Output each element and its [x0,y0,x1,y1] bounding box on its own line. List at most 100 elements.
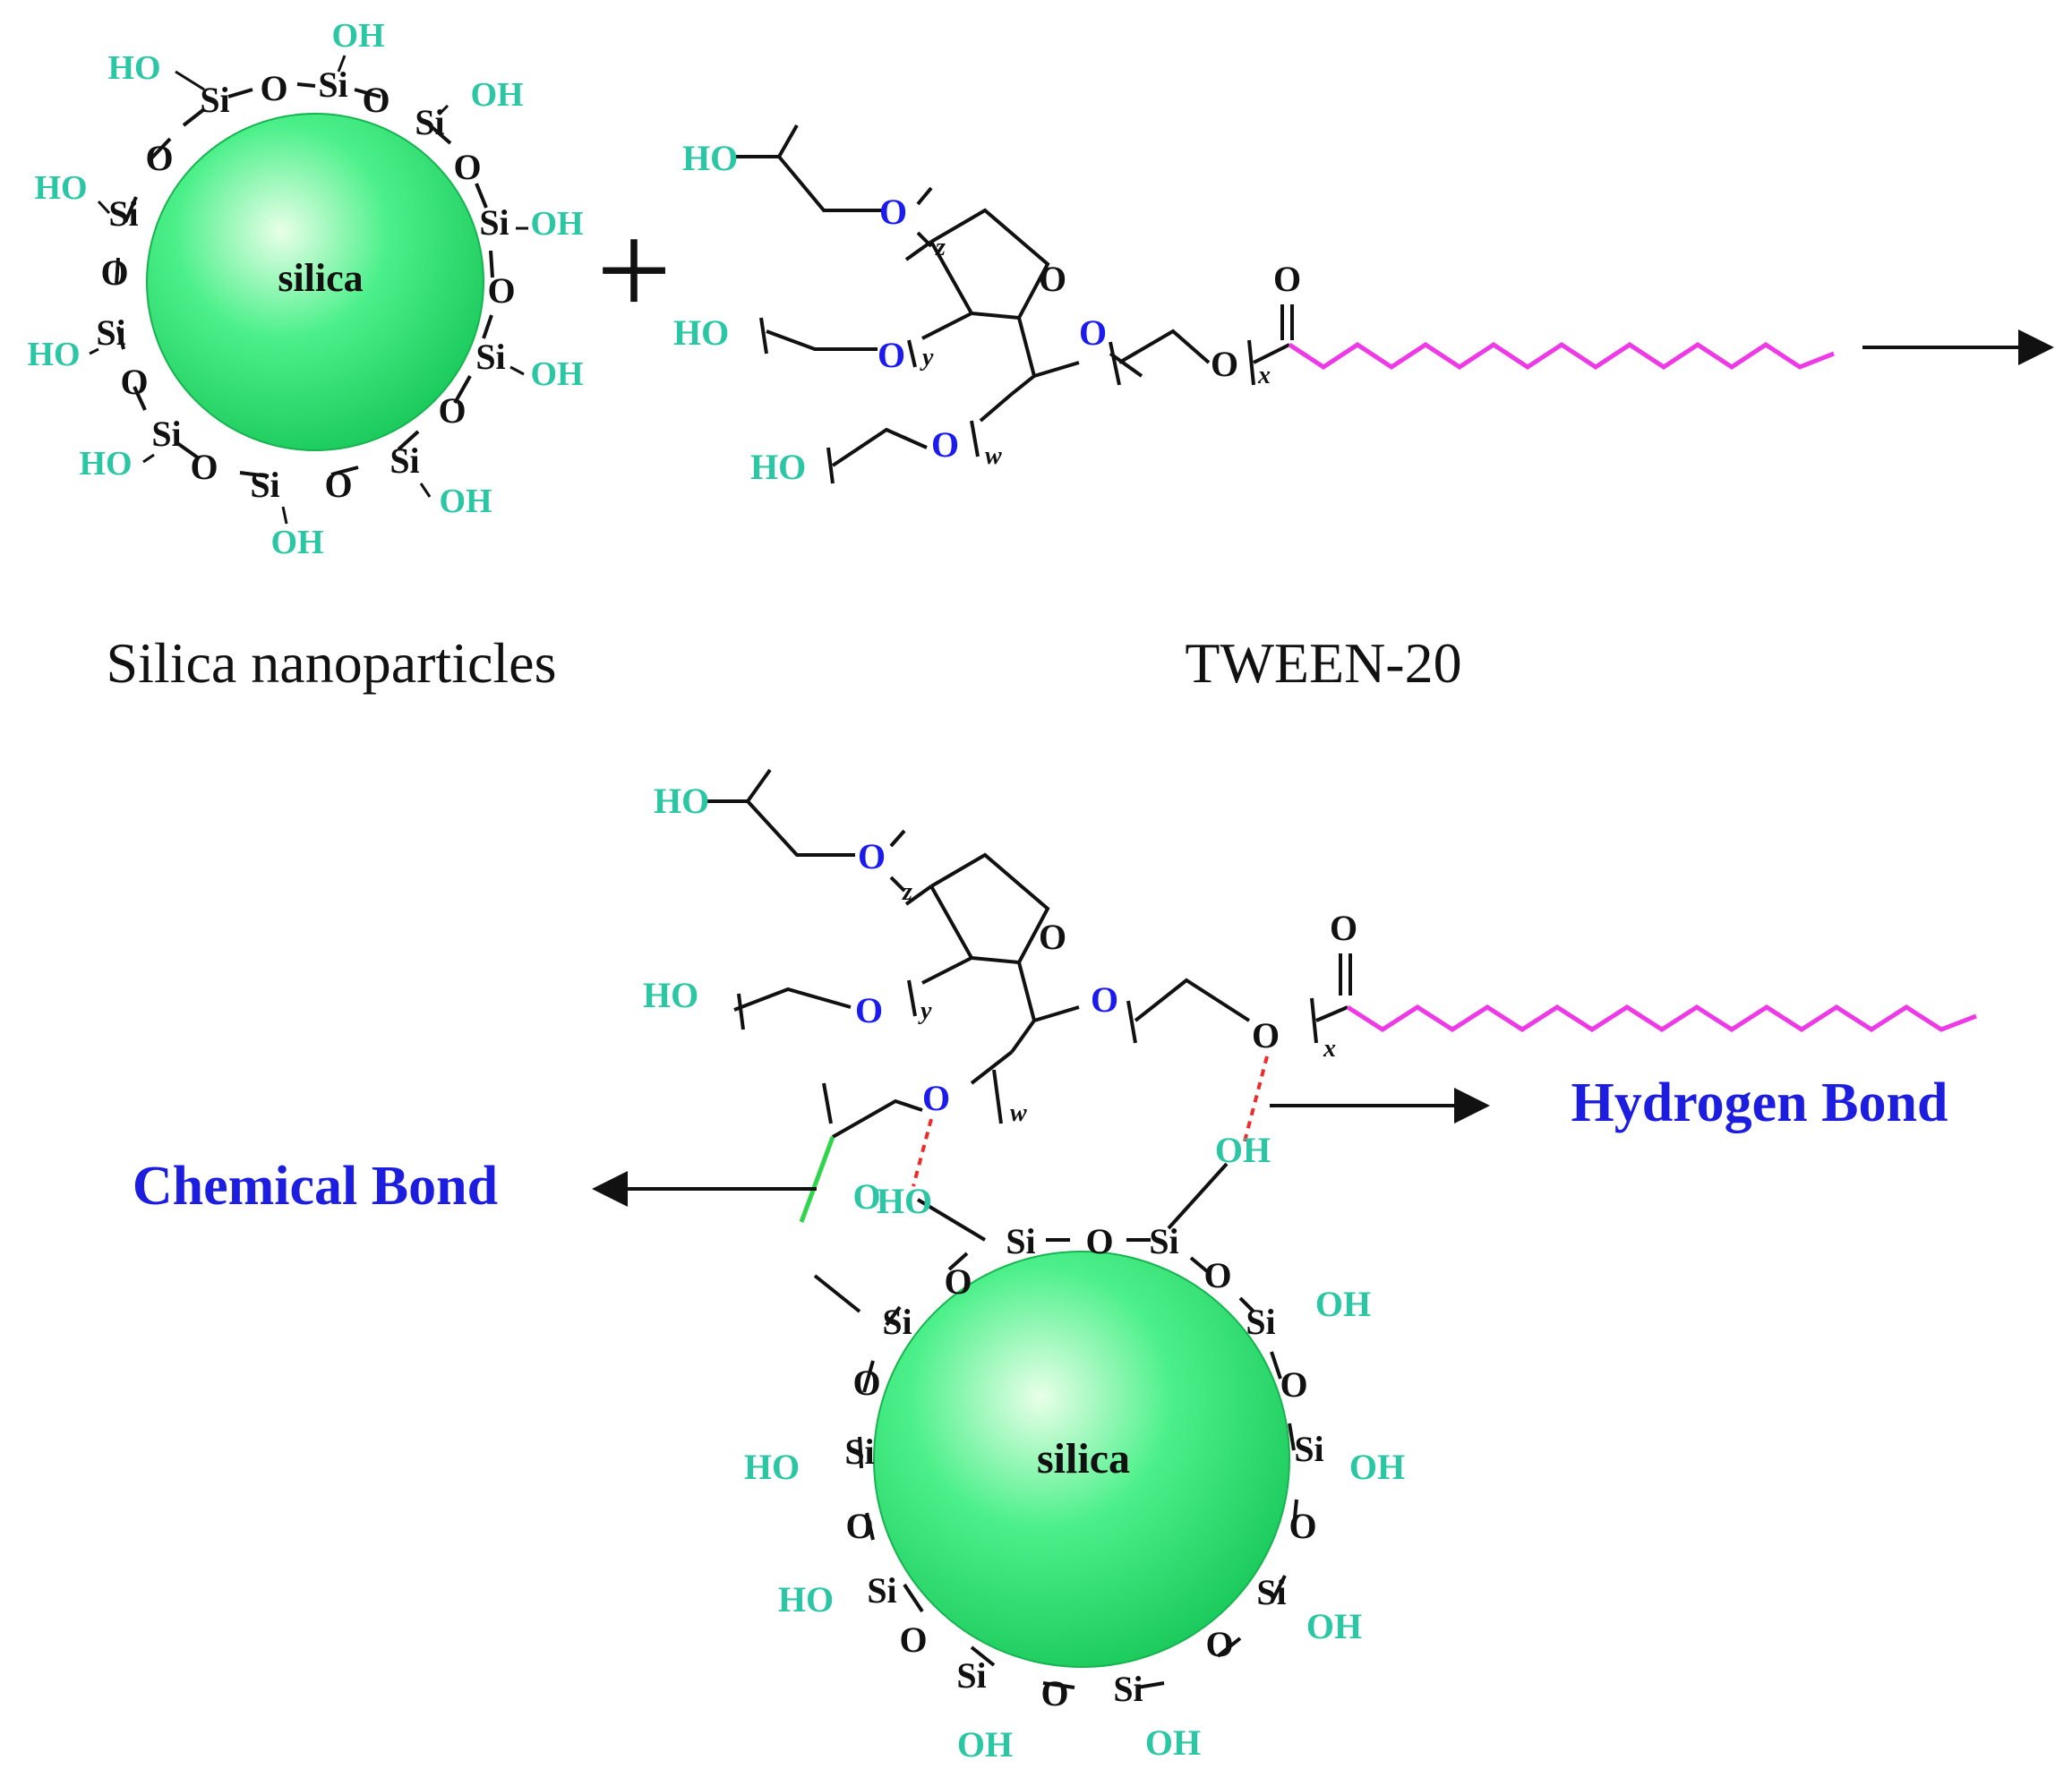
product-o-atom: O [1289,1506,1316,1546]
product-si-atom: Si [1006,1221,1035,1261]
o-atom: O [487,270,515,311]
svg-text:OH: OH [331,17,384,55]
product-ho-middle: HO [643,975,698,1015]
ether-oxygen-z: O [879,192,907,232]
product-o-atom: O [852,1363,880,1403]
product-si-atom: Si [1256,1572,1286,1612]
subscript-y: y [920,344,934,372]
tween-20-product: HO HO O O O O O O O z y w x [643,768,1977,1223]
svg-text:HO: HO [107,49,160,87]
silica-surface-hydroxyls: HO OH OH OH OH OH OH HO HO HO [27,17,583,561]
silica-nanoparticle-product: silica Si O Si O O Si Si O O Si Si O O S… [744,1130,1405,1765]
product-silica-sphere [873,1251,1290,1668]
product-carbonyl-oxygen: O [1330,908,1357,948]
svg-text:HO: HO [34,169,87,207]
hydrogen-bond-dashes [912,1055,1269,1187]
si-atom: Si [200,80,229,120]
svg-text:OH: OH [439,483,492,520]
product-ring-oxygen: O [1039,917,1066,957]
ring-oxygen: O [1039,259,1066,299]
o-atom: O [260,68,287,108]
silica-nanoparticle-reactant: silica Si O Si O Si O Si O Si O Si O Si … [27,17,583,561]
product-oh: OH [1145,1722,1201,1763]
product-o-atom: O [845,1506,873,1546]
product-o-atom: O [1040,1673,1068,1713]
svg-text:HO: HO [27,336,80,373]
o-atom: O [362,80,390,120]
si-atom: Si [390,440,419,481]
si-atom: Si [475,337,505,377]
chemical-bond-label: Chemical Bond [133,1156,498,1217]
ho-group-middle: HO [673,312,729,353]
o-atom: O [324,465,352,505]
o-atom: O [453,147,481,187]
ether-oxygen-y: O [878,335,905,375]
product-oh: OH [1349,1447,1405,1487]
tween-20-reactant: HO HO HO O O O O O O O z y w x [673,124,1835,487]
product-subscript-y: y [918,997,932,1025]
product-si-atom: Si [1149,1221,1178,1261]
product-o-atom: O [899,1619,927,1660]
product-ho: HO [744,1447,800,1487]
ho-group-bottom: HO [750,447,806,487]
product-si-atom: Si [1113,1669,1143,1709]
ether-oxygen-main: O [1079,312,1107,353]
product-ether-oxygen-main: O [1091,979,1118,1020]
chain-oxygen: O [1211,344,1238,384]
ho-group-top: HO [682,138,738,178]
product-si-atom: Si [867,1570,896,1611]
product-hbond-oh: OH [1215,1130,1271,1170]
product-si-atom: Si [882,1302,912,1342]
svg-text:OH: OH [270,524,323,561]
product-ho-top: HO [654,781,709,821]
product-o-atom: O [1205,1624,1233,1664]
product-o-atom: O [1280,1364,1307,1405]
o-atom: O [438,390,466,431]
si-atom: Si [479,202,509,243]
product-o-atom: O [1085,1221,1113,1261]
product-oh: OH [1315,1284,1371,1324]
silica-ring-atoms: Si O Si O Si O Si O Si O Si O Si O Si O … [96,64,515,505]
product-ether-oxygen-w: O [922,1078,950,1118]
product-subscript-z: z [902,878,912,906]
product-si-atom: Si [956,1655,986,1696]
product-subscript-x: x [1323,1035,1336,1063]
o-atom: O [120,362,148,402]
plus-sign: + [596,196,672,345]
svg-text:OH: OH [470,76,523,114]
tween-hydrophobic-tail [1288,342,1835,370]
product-ether-oxygen-y: O [855,990,883,1030]
si-atom: Si [151,414,181,454]
product-ether-oxygen-z: O [858,836,886,876]
product-si-atom: Si [1246,1302,1275,1342]
o-atom: O [100,252,128,293]
product-o-atom: O [1203,1255,1231,1295]
ether-oxygen-w: O [931,424,959,465]
o-atom: O [190,447,218,487]
svg-text:HO: HO [79,445,132,483]
svg-text:OH: OH [530,355,583,393]
product-hbond-ho: HO [877,1181,932,1221]
hydrogen-bond-label: Hydrogen Bond [1571,1073,1948,1133]
silica-sphere [146,113,484,451]
product-oh: OH [1306,1606,1362,1646]
linking-oxygen: O [852,1176,880,1217]
carbonyl-oxygen: O [1273,259,1301,299]
product-o-atom: O [944,1261,972,1302]
chemical-bond-line [799,1136,835,1223]
svg-text:OH: OH [530,205,583,243]
product-subscript-w: w [1010,1099,1027,1127]
product-ho: HO [778,1579,834,1619]
product-chain-oxygen: O [1252,1015,1280,1055]
subscript-z: z [935,234,946,261]
tween-20-caption: TWEEN-20 [1185,631,1461,695]
si-atom: Si [415,102,444,142]
si-atom: Si [318,64,347,105]
tween-backbone [736,124,1294,484]
product-oh: OH [957,1724,1013,1765]
silica-hydroxyl-bonds [89,55,528,525]
si-atom: Si [250,465,279,505]
silica-core-label: silica [278,256,363,300]
o-atom: O [145,138,173,178]
